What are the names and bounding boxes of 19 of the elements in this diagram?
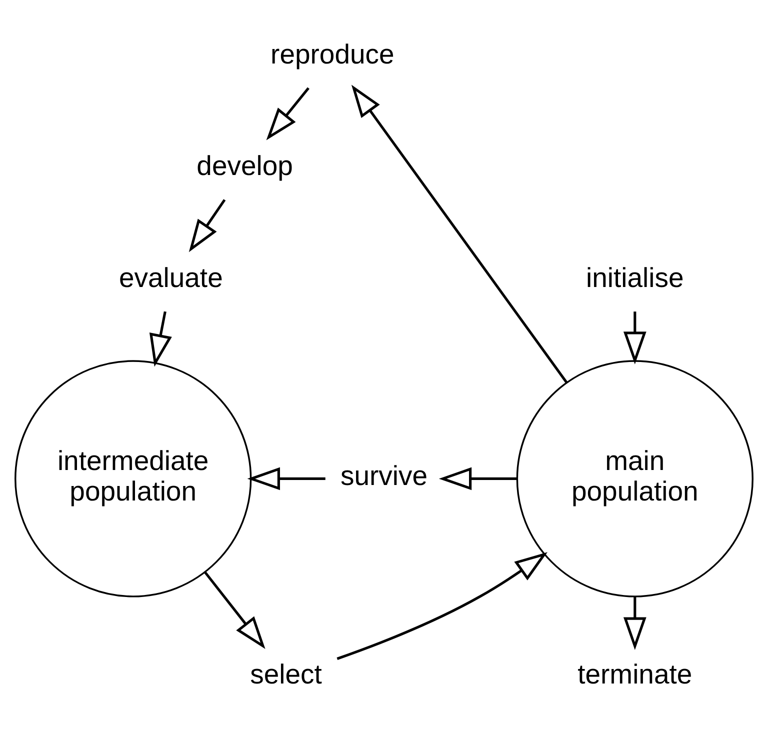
node-text: terminate: [578, 658, 692, 690]
node-text: survive: [340, 460, 428, 491]
arrow: [204, 570, 266, 649]
node-circle: intermediate population: [14, 360, 252, 597]
arrow: [247, 466, 326, 490]
node-text: select: [250, 658, 322, 690]
node-text: develop: [196, 150, 293, 181]
arrow: [623, 311, 646, 364]
arrow: [438, 466, 518, 490]
arrow: [623, 596, 646, 650]
node-text: evaluate: [118, 261, 223, 292]
node-circle: main population: [516, 360, 754, 597]
node-text: reproduce: [270, 38, 394, 69]
arrow: [266, 86, 310, 140]
arrow: [336, 552, 548, 660]
arrow: [188, 198, 226, 252]
arrow: [149, 310, 172, 366]
arrow: [351, 84, 568, 383]
node-text: initialise: [586, 261, 684, 292]
